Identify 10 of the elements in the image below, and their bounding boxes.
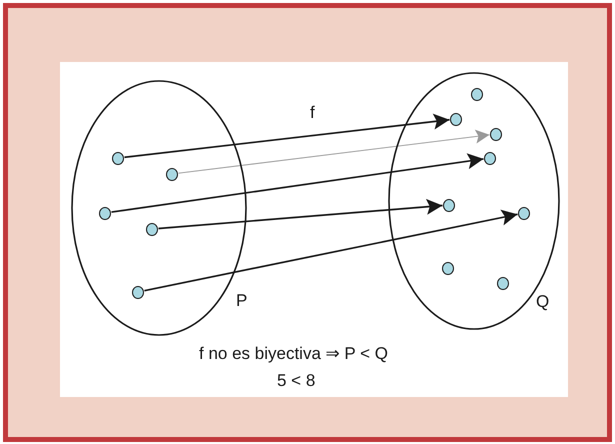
inequality-note: 5 < 8 xyxy=(277,372,316,389)
arrow xyxy=(158,198,443,230)
arrow xyxy=(178,130,490,174)
set-name: Q xyxy=(536,293,550,310)
inequality-note: f no es biyectiva ⇒ P < Q xyxy=(199,345,388,362)
arrow xyxy=(111,153,484,213)
arrow xyxy=(144,210,518,292)
set-name: P xyxy=(236,292,248,309)
function-name: f xyxy=(310,104,315,121)
arrow xyxy=(124,114,450,158)
